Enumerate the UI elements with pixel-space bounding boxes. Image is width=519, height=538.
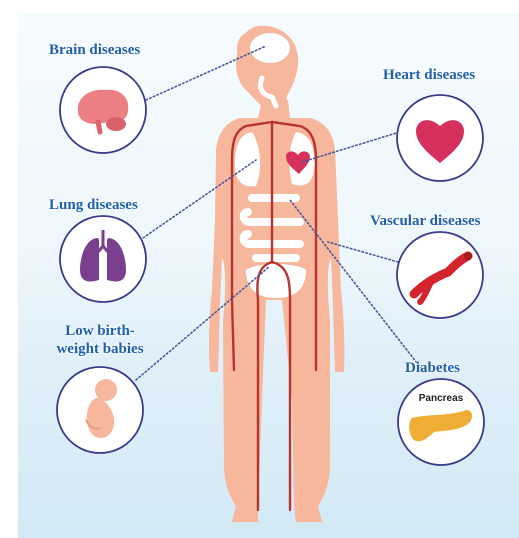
label-pancreas: Pancreas (412, 393, 470, 404)
label-diabetes: Diabetes (405, 359, 460, 377)
human-figure (209, 26, 344, 522)
pancreas-icon (398, 379, 484, 465)
label-lung-diseases: Lung diseases (49, 196, 138, 214)
label-low-birth-line2: weight babies (40, 340, 160, 358)
label-heart-diseases: Heart diseases (383, 66, 475, 84)
brain-region (250, 33, 290, 63)
lungs-icon (60, 216, 146, 302)
heart-icon (397, 95, 483, 181)
label-brain-diseases: Brain diseases (49, 41, 140, 59)
fetus-icon (57, 367, 143, 453)
brain-icon (60, 67, 146, 153)
label-low-birth-line1: Low birth- (40, 322, 160, 340)
label-low-birth-weight-babies: Low birth- weight babies (40, 322, 160, 358)
label-vascular-diseases: Vascular diseases (370, 212, 480, 230)
blood-vessel-icon (397, 232, 483, 318)
